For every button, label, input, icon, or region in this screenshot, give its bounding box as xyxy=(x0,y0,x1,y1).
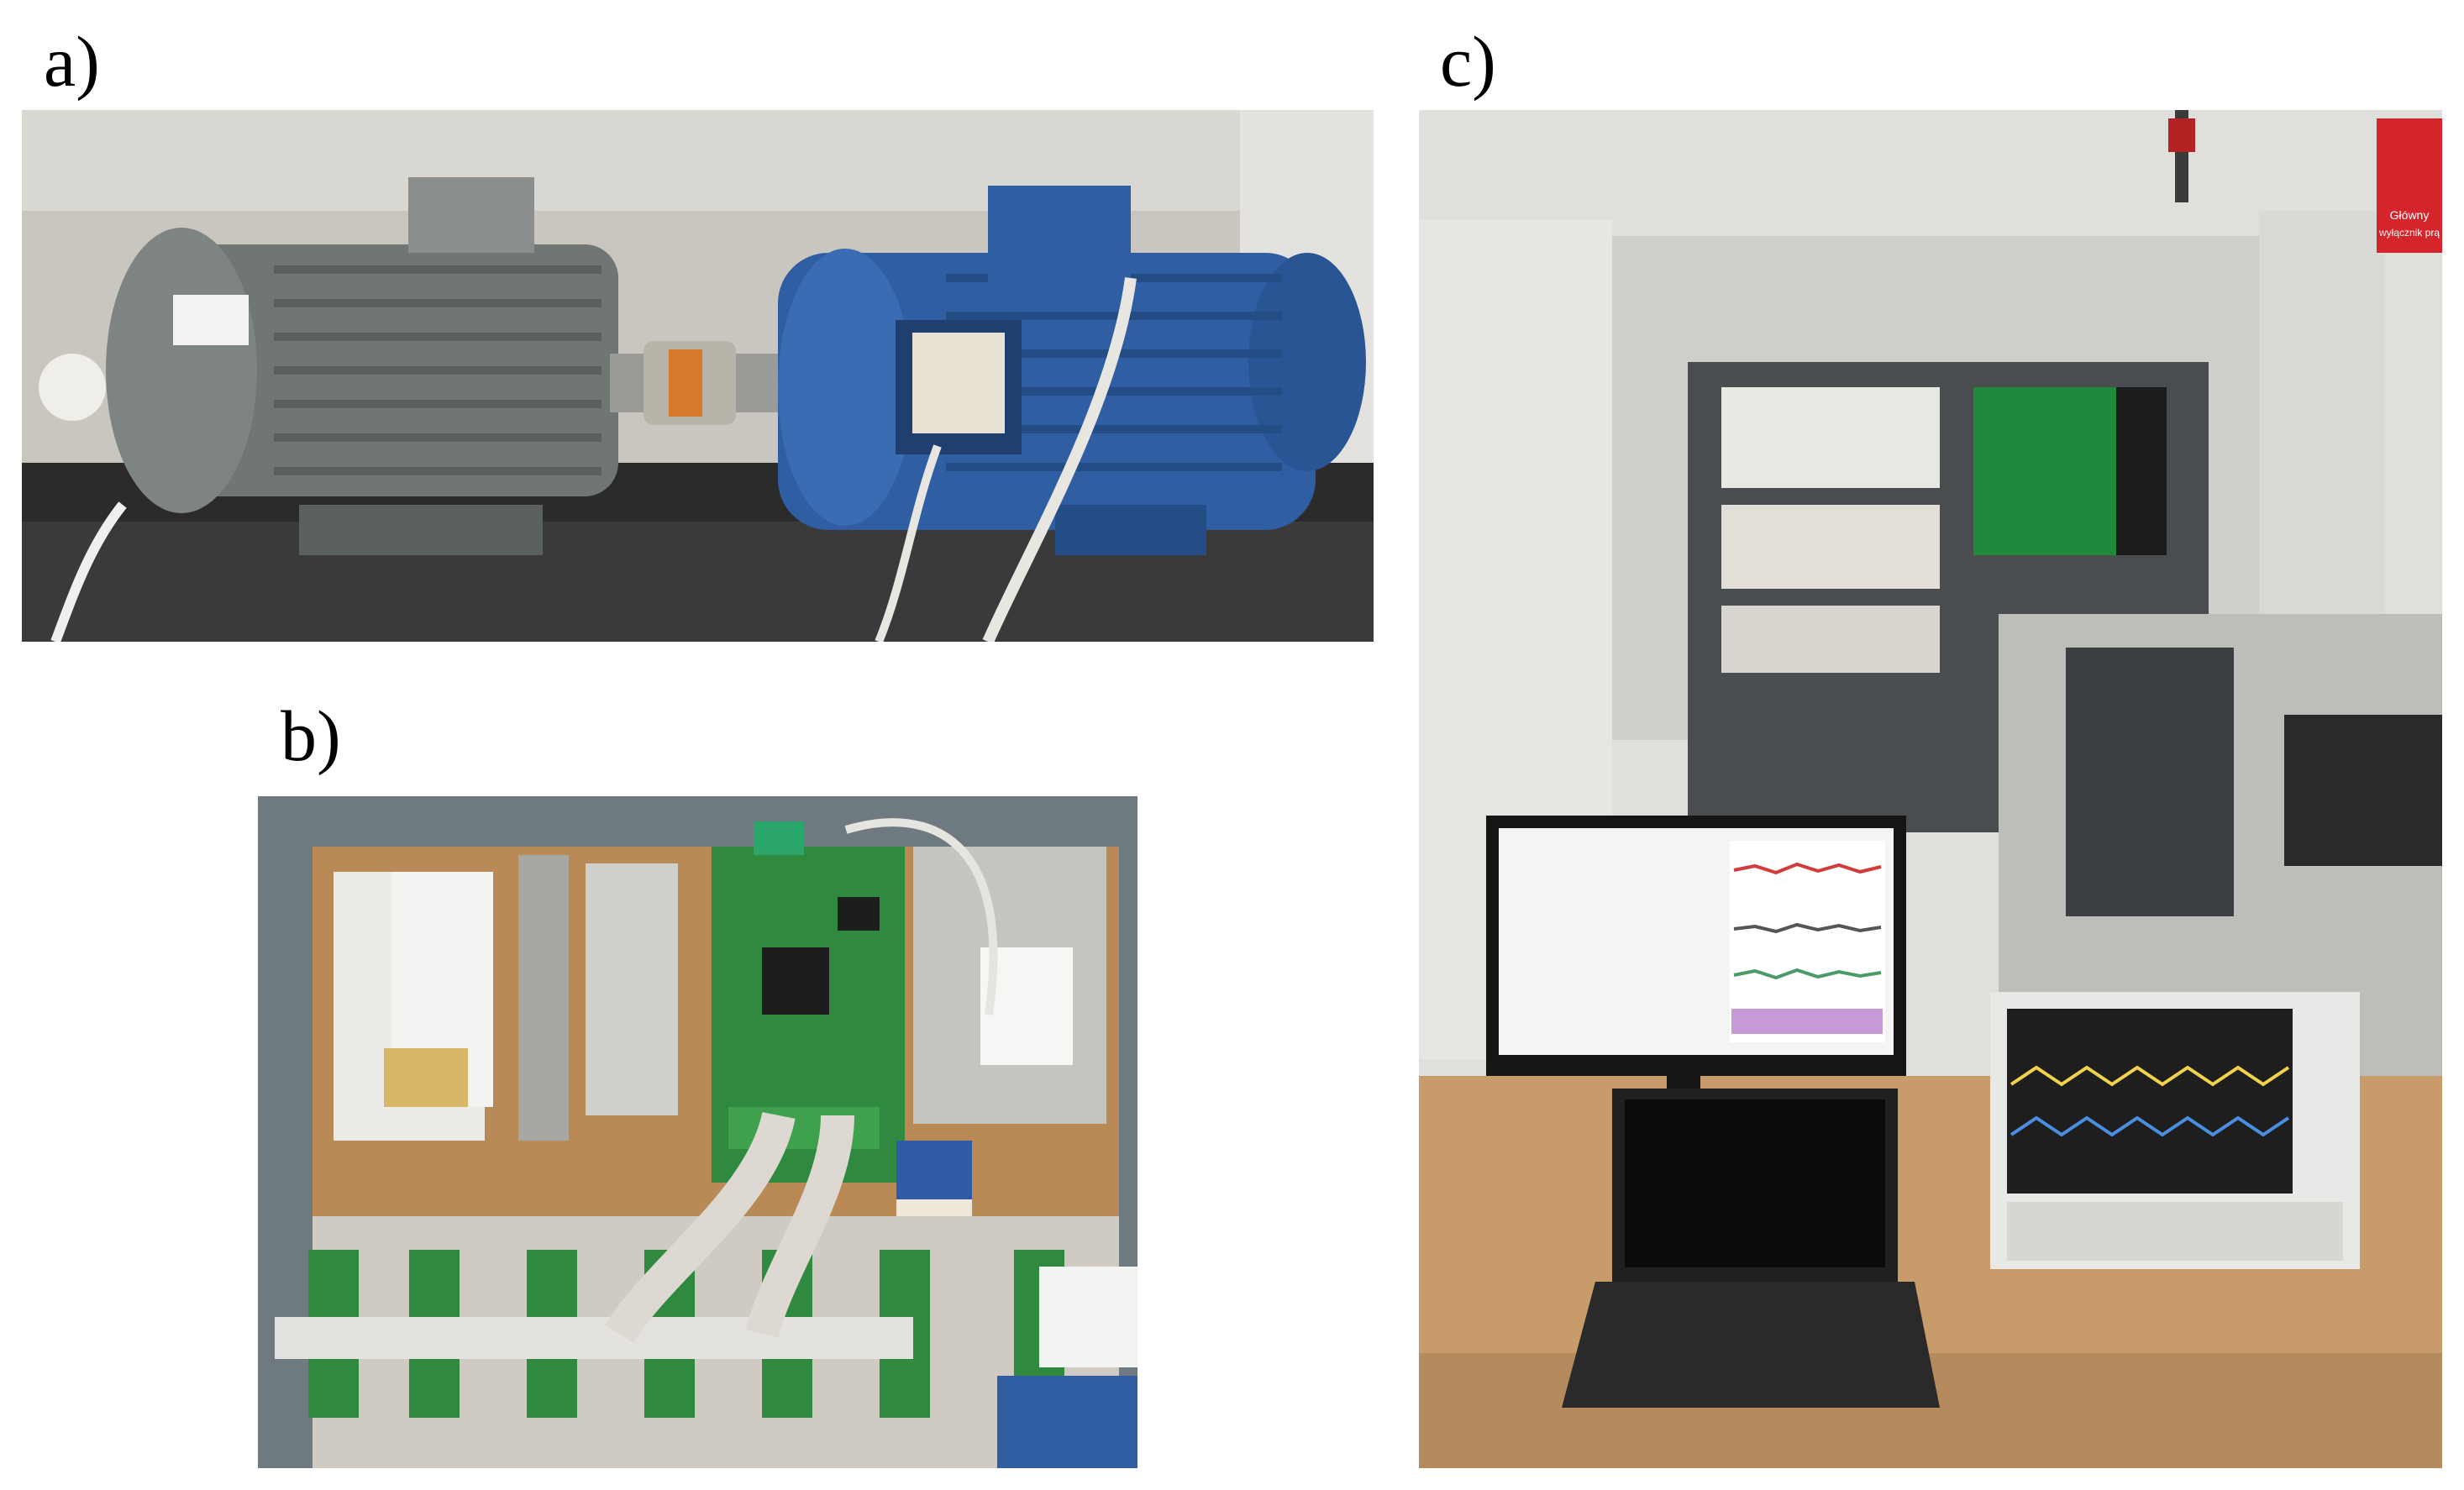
warning-sign-text-2: wyłącznik prą xyxy=(2378,227,2440,239)
panel-label-a: a) xyxy=(44,21,100,102)
photo-inverter-board xyxy=(258,796,1137,1468)
panel-label-b: b) xyxy=(281,695,341,776)
photo-motor-bench xyxy=(22,110,1374,642)
panel-label-c: c) xyxy=(1440,21,1496,102)
warning-sign-text-1: Główny xyxy=(2390,208,2430,222)
photo-lab-cabinet: Główny wyłącznik prą xyxy=(1419,110,2442,1468)
